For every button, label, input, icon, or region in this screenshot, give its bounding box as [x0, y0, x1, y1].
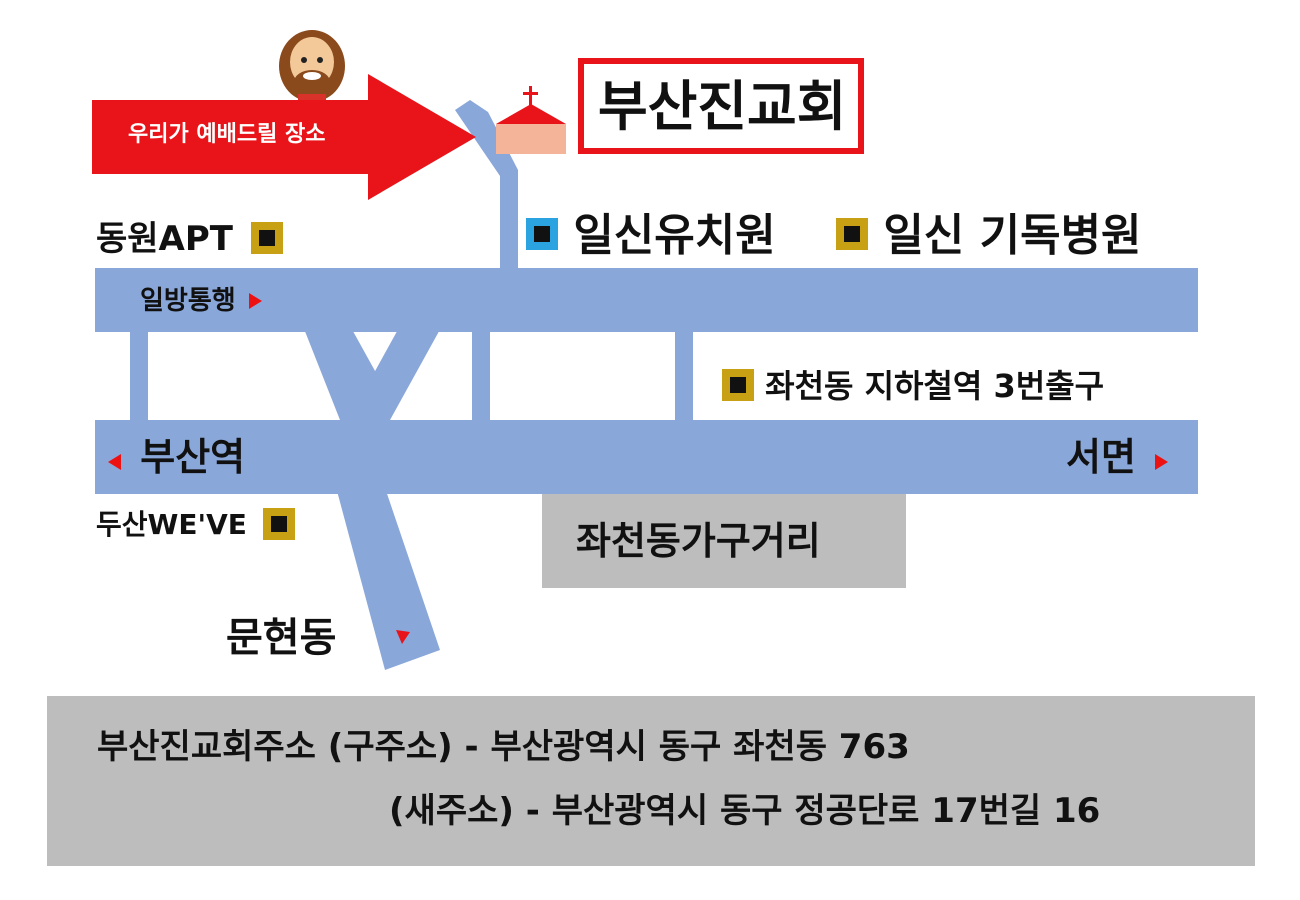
marker-icon [526, 218, 558, 250]
landmark-dongwon-apt: 동원APT [96, 219, 283, 259]
marker-icon [262, 508, 295, 540]
road-connector-3 [675, 330, 693, 422]
oneway-label: 일방통행 [140, 288, 262, 314]
road-diagonal-right [348, 268, 474, 420]
seomyeon-label: 서면 [1066, 435, 1136, 479]
road-lower [95, 420, 1198, 494]
furniture-street-box: 좌천동가구거리 [542, 494, 906, 588]
landmark-ilsin-hospital: 일신 기독병원 [836, 214, 1142, 258]
arrow-right-icon [248, 293, 262, 309]
arrow-label: 우리가 예배드릴 장소 [128, 122, 326, 147]
oneway-text: 일방통행 [140, 286, 236, 316]
direction-munhyeon: 문현동 [226, 618, 336, 658]
road-connector-1 [130, 330, 148, 422]
doosan-label: 두산WE'VE [96, 508, 247, 541]
arrow-down-icon [394, 628, 412, 650]
arrow-right-icon [1155, 454, 1169, 470]
landmark-doosan: 두산WE'VE [96, 508, 295, 542]
church-name: 부산진교회 [598, 75, 847, 138]
subway-exit-label: 좌천동 지하철역 3번출구 [765, 367, 1105, 405]
busan-station-label: 부산역 [140, 435, 246, 479]
ilsin-kinder-label: 일신유치원 [573, 210, 776, 261]
landmark-subway-exit: 좌천동 지하철역 3번출구 [722, 367, 1105, 405]
church-icon [494, 86, 568, 158]
road-south [318, 420, 440, 670]
direction-arrow: 우리가 예배드릴 장소 [92, 74, 480, 200]
marker-icon [836, 218, 868, 250]
road-upper [95, 268, 1198, 332]
address-line-2: (새주소) - 부산광역시 동구 정공단로 17번길 16 [389, 791, 1101, 831]
direction-seomyeon: 서면 [1066, 435, 1169, 479]
munhyeon-label: 문현동 [226, 615, 337, 661]
direction-busan-station: 부산역 [108, 438, 245, 476]
road-connector-2 [472, 330, 490, 422]
marker-icon [722, 369, 754, 401]
landmark-ilsin-kindergarten: 일신유치원 [526, 214, 776, 258]
address-box: 부산진교회주소 (구주소) - 부산광역시 동구 좌천동 763 (새주소) -… [47, 696, 1255, 866]
road-diagonal-left [280, 268, 390, 420]
arrow-left-icon [108, 454, 121, 470]
church-name-box: 부산진교회 [578, 58, 864, 154]
marker-icon [250, 221, 283, 254]
ilsin-hospital-label: 일신 기독병원 [883, 210, 1142, 261]
jesus-cartoon-icon [276, 26, 348, 102]
address-line-1: 부산진교회주소 (구주소) - 부산광역시 동구 좌천동 763 [97, 727, 910, 767]
furniture-street-label: 좌천동가구거리 [576, 519, 821, 563]
dongwon-label: 동원APT [96, 219, 233, 259]
